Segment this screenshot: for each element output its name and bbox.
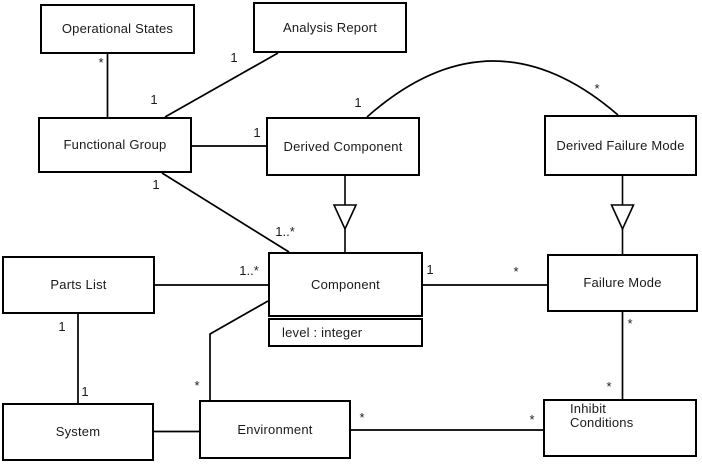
multiplicity-label: 1: [253, 125, 260, 140]
class-box-operational-states: Operational States: [40, 4, 195, 54]
class-box-failure-mode: Failure Mode: [547, 254, 698, 312]
class-box-analysis-report: Analysis Report: [253, 2, 407, 53]
multiplicity-label: *: [627, 316, 632, 331]
class-box-system: System: [2, 403, 154, 461]
multiplicity-label: 1: [81, 384, 88, 399]
assoc-functional-group-analysis-report: [164, 52, 279, 118]
multiplicity-label: 1: [426, 262, 433, 277]
attribute-text: level : integer: [282, 324, 363, 340]
class-name: Operational States: [61, 21, 174, 36]
class-name: System: [55, 424, 101, 439]
assoc-environment-component: [209, 300, 269, 400]
class-name-line-1: Inhibit: [570, 401, 607, 416]
class-box-derived-component: Derived Component: [266, 117, 420, 176]
class-box-component: Component: [268, 252, 423, 317]
multiplicity-label: *: [606, 379, 611, 394]
multiplicity-label: 1..*: [275, 224, 295, 239]
class-name-line-2: Conditions: [570, 415, 634, 430]
multiplicity-label: *: [359, 410, 364, 425]
multiplicity-label: *: [98, 55, 103, 70]
multiplicity-label: *: [594, 81, 599, 96]
class-box-functional-group: Functional Group: [38, 117, 192, 173]
component-attribute-compartment: level : integer: [268, 318, 423, 347]
class-box-environment: Environment: [199, 400, 351, 459]
multiplicity-label: *: [529, 412, 534, 427]
generalization-triangle-icon: [610, 204, 635, 231]
multiplicity-label: *: [513, 264, 518, 279]
class-name: Analysis Report: [282, 19, 378, 35]
class-name: Component: [310, 276, 380, 292]
generalization-triangle-icon: [332, 204, 358, 231]
multiplicity-label: 1: [58, 319, 65, 334]
multiplicity-label: 1: [230, 50, 237, 65]
class-name: Environment: [237, 421, 313, 437]
class-name: Parts List: [50, 277, 107, 292]
assoc-derived-component-derived-failure-mode: [366, 60, 619, 118]
multiplicity-label: 1: [354, 95, 361, 110]
multiplicity-label: 1: [152, 177, 159, 192]
class-box-parts-list: Parts List: [2, 256, 155, 314]
class-name: Inhibit Conditions: [570, 402, 633, 430]
multiplicity-label: *: [194, 378, 199, 393]
multiplicity-label: 1: [150, 92, 157, 107]
assoc-functional-group-component: [161, 172, 290, 253]
class-name: Derived Failure Mode: [556, 137, 685, 153]
class-name: Functional Group: [63, 137, 167, 152]
class-name: Derived Component: [283, 138, 403, 154]
class-box-derived-failure-mode: Derived Failure Mode: [544, 115, 697, 176]
class-box-inhibit-conditions: Inhibit Conditions: [543, 399, 697, 457]
class-name: Failure Mode: [583, 275, 662, 290]
multiplicity-label: 1..*: [239, 263, 259, 278]
